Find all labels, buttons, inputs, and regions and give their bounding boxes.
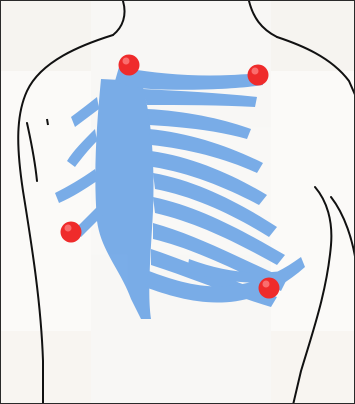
right-arm-outline: [331, 197, 355, 263]
rib-left-3: [55, 169, 97, 203]
right-lower-electrode: [61, 222, 82, 243]
left-lower-electrode: [259, 278, 280, 299]
clavicle-tick: [47, 119, 48, 125]
left-armpit-outline: [27, 123, 37, 181]
left-upper-electrode: [248, 65, 269, 86]
right-upper-electrode: [119, 55, 140, 76]
